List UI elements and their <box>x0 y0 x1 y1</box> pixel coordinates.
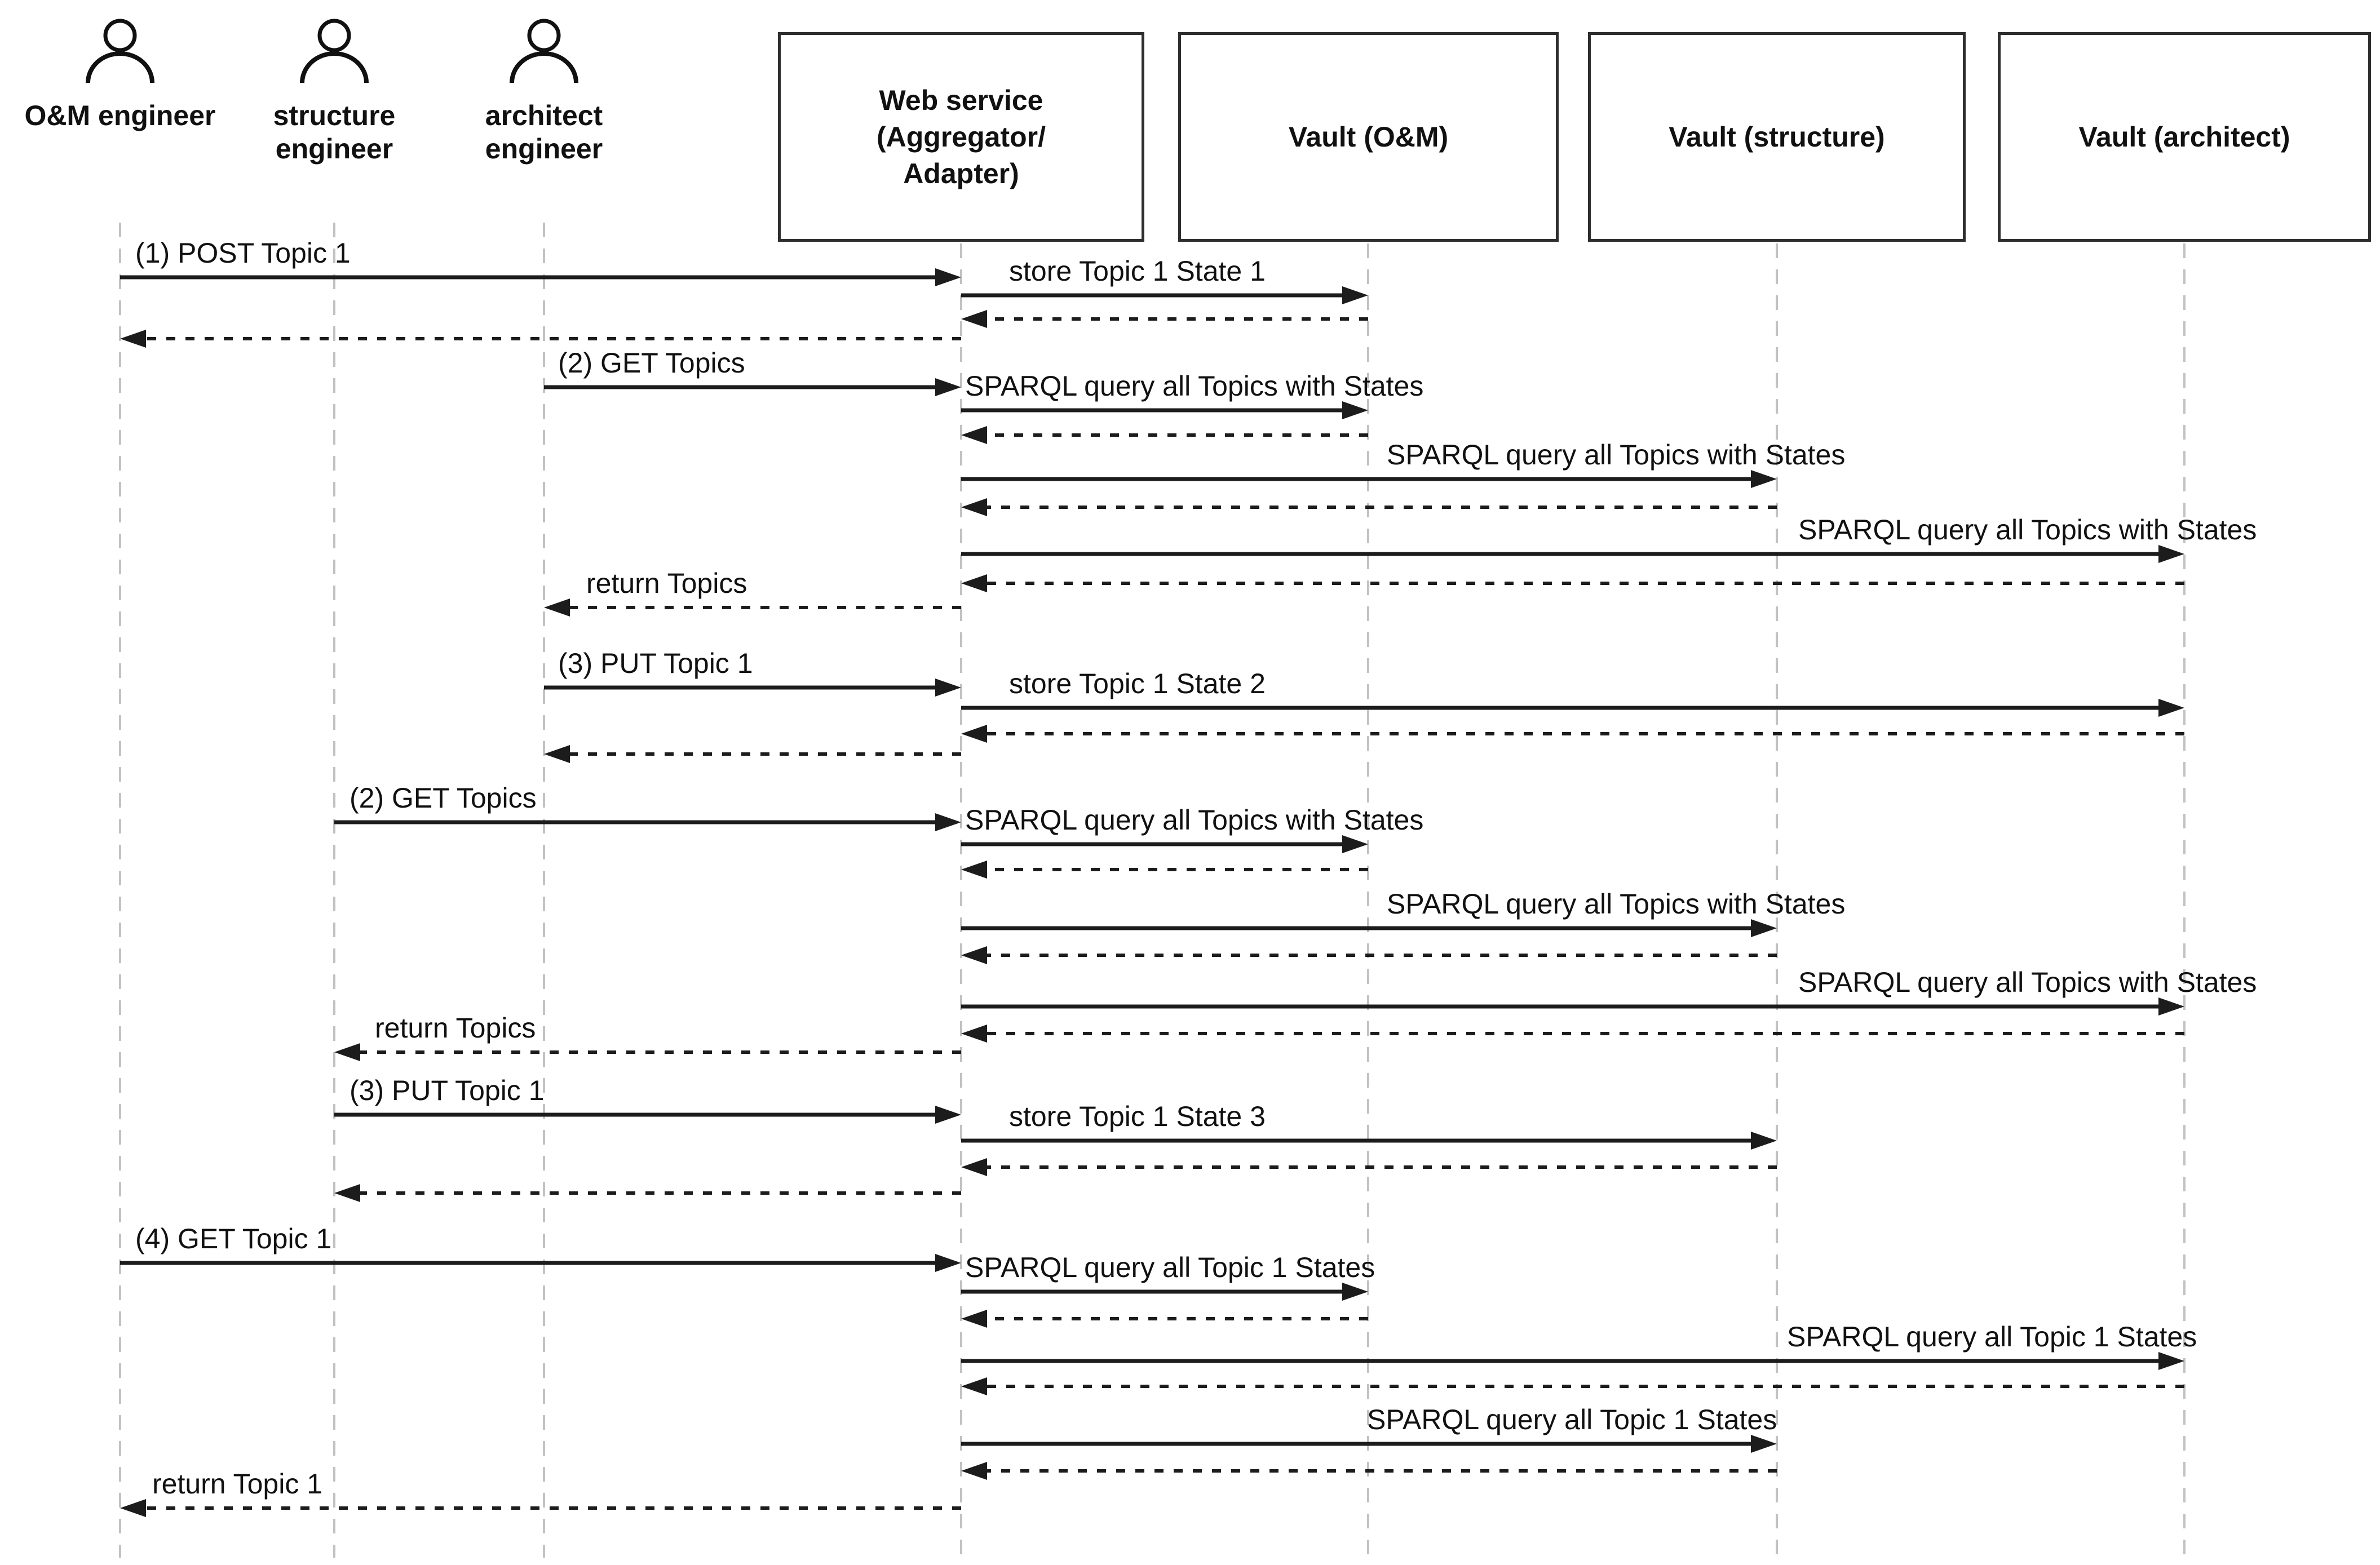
arrowhead <box>935 378 961 396</box>
participant-box-var: Vault (architect) <box>1998 32 2371 242</box>
arrowhead <box>961 1310 987 1328</box>
message-label: store Topic 1 State 2 <box>1009 668 1266 699</box>
arrowhead <box>1342 401 1368 419</box>
arrowhead <box>2158 699 2184 717</box>
arrowhead <box>120 1499 146 1517</box>
arrowhead <box>961 574 987 592</box>
arrowhead <box>1342 1283 1368 1301</box>
message-label: SPARQL query all Topics with States <box>1387 888 1846 920</box>
person-icon-shoulders <box>510 51 578 83</box>
arrowhead <box>1751 1132 1777 1150</box>
message-label: SPARQL query all Topics with States <box>1798 967 2257 998</box>
person-icon <box>527 19 561 52</box>
person-icon-shoulders <box>86 51 154 83</box>
arrowhead <box>1751 1435 1777 1453</box>
arrowhead <box>1342 286 1368 304</box>
person-icon-shoulders <box>300 51 369 83</box>
arrowhead <box>334 1184 360 1202</box>
arrowhead <box>935 268 961 286</box>
participant-box-ws: Web service (Aggregator/ Adapter) <box>778 32 1144 242</box>
arrowhead <box>961 1158 987 1176</box>
message-label: SPARQL query all Topics with States <box>965 804 1424 836</box>
arrowhead <box>961 725 987 743</box>
message-label: SPARQL query all Topics with States <box>1387 439 1846 471</box>
arrowhead <box>544 598 570 617</box>
person-icon <box>103 19 137 52</box>
actor-label-oem: O&M engineer <box>24 100 216 131</box>
participant-label: Vault (structure) <box>1669 121 1885 153</box>
message-label: return Topics <box>375 1012 536 1044</box>
arrowhead <box>1751 470 1777 488</box>
arrowhead <box>935 1106 961 1124</box>
arrowhead <box>1342 835 1368 853</box>
message-label: (2) GET Topics <box>558 347 745 379</box>
message-label: SPARQL query all Topic 1 States <box>965 1252 1375 1283</box>
message-label: SPARQL query all Topic 1 States <box>1367 1404 1777 1435</box>
arrowhead <box>935 679 961 697</box>
arrowhead <box>961 498 987 516</box>
actor-label-structure: structure engineer <box>273 100 396 165</box>
message-label: SPARQL query all Topic 1 States <box>1787 1321 2197 1353</box>
participant-box-vom: Vault (O&M) <box>1178 32 1559 242</box>
message-label: (3) PUT Topic 1 <box>350 1075 545 1106</box>
actor-label-architect: architect engineer <box>485 100 603 165</box>
arrowhead <box>120 330 146 348</box>
message-label: (1) POST Topic 1 <box>135 237 351 269</box>
message-label: (2) GET Topics <box>350 782 537 814</box>
person-icon <box>317 19 351 52</box>
participant-label: Vault (O&M) <box>1288 121 1449 153</box>
arrowhead <box>2158 1352 2184 1370</box>
participant-box-vst: Vault (structure) <box>1588 32 1966 242</box>
message-label: return Topics <box>586 568 747 599</box>
message-label: return Topic 1 <box>152 1468 323 1500</box>
arrowhead <box>334 1043 360 1061</box>
message-label: store Topic 1 State 1 <box>1009 255 1266 287</box>
arrowhead <box>544 745 570 763</box>
arrowhead <box>961 426 987 444</box>
message-label: SPARQL query all Topics with States <box>1798 514 2257 546</box>
participant-label: Web service (Aggregator/ Adapter) <box>877 84 1046 189</box>
arrowhead <box>961 1377 987 1395</box>
message-label: store Topic 1 State 3 <box>1009 1101 1266 1132</box>
message-label: (4) GET Topic 1 <box>135 1223 332 1254</box>
message-label: SPARQL query all Topics with States <box>965 370 1424 402</box>
arrowhead <box>961 1462 987 1480</box>
arrowhead <box>961 861 987 879</box>
arrowhead <box>961 946 987 964</box>
arrowhead <box>935 813 961 831</box>
participant-label: Vault (architect) <box>2078 121 2290 153</box>
arrowhead <box>935 1254 961 1272</box>
message-label: (3) PUT Topic 1 <box>558 648 753 679</box>
arrowhead <box>2158 545 2184 563</box>
arrowhead <box>961 1025 987 1043</box>
arrowhead <box>2158 997 2184 1016</box>
arrowhead <box>1751 919 1777 937</box>
arrowhead <box>961 310 987 328</box>
